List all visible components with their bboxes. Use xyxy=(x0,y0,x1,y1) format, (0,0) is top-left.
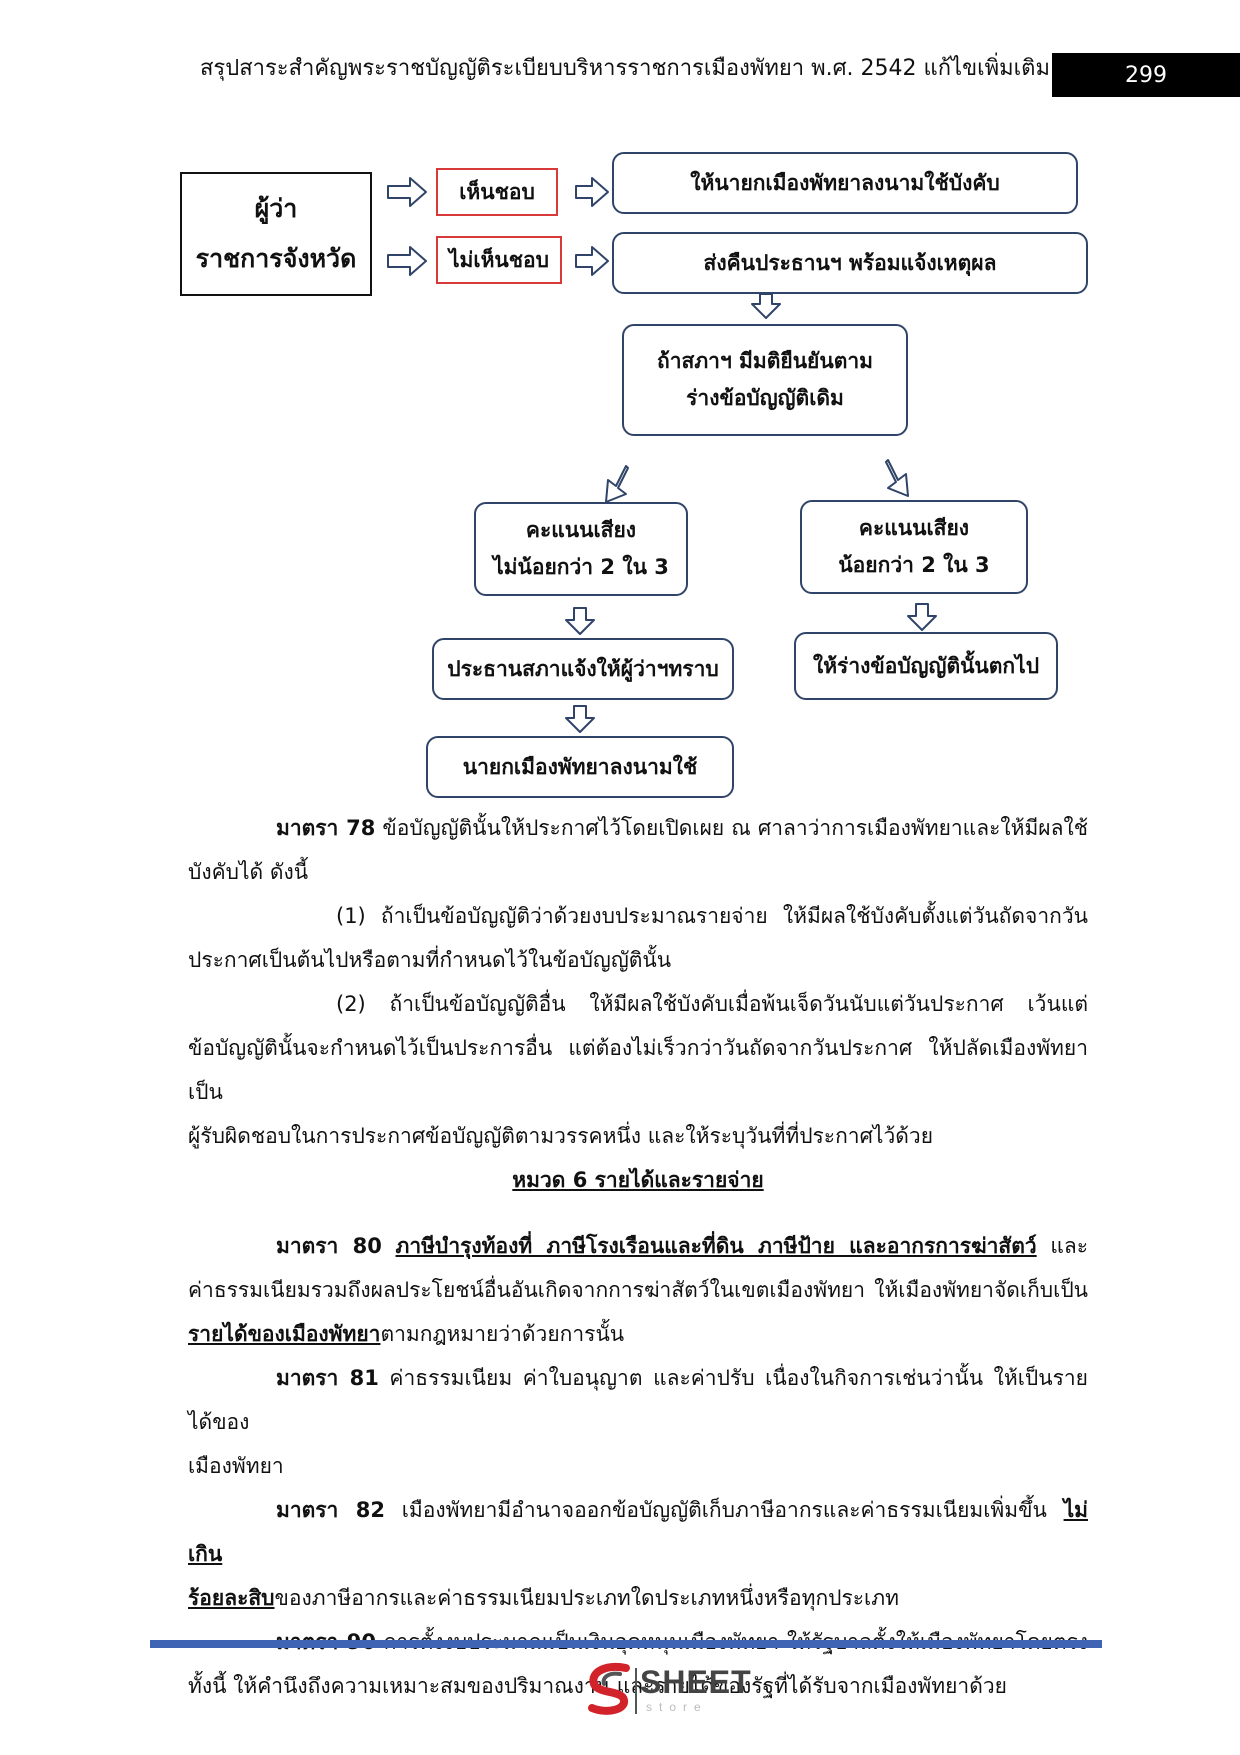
approve-result-box: ให้นายกเมืองพัทยาลงนามใช้บังคับ xyxy=(612,152,1078,214)
arrow-right-icon xyxy=(575,246,609,276)
votes-enough-box: คะแนนเสียง ไม่น้อยกว่า 2 ใน 3 xyxy=(474,502,688,596)
section-heading: หมวด 6 รายได้และรายจ่าย xyxy=(512,1168,764,1192)
section-78-paragraph: มาตรา 78 ข้อบัญญัตินั้นให้ประกาศไว้โดยเป… xyxy=(188,806,1088,850)
section-81-label: มาตรา 81 xyxy=(276,1366,379,1390)
logo-subtitle: store xyxy=(646,1700,708,1714)
draft-lapses-box: ให้ร่างข้อบัญญัตินั้นตกไป xyxy=(794,632,1058,700)
section-80-paragraph: มาตรา 80 ภาษีบำรุงท้องที่ ภาษีโรงเรือนแล… xyxy=(188,1224,1088,1268)
arrow-down-icon xyxy=(751,293,781,319)
disapprove-result-box: ส่งคืนประธานฯ พร้อมแจ้งเหตุผล xyxy=(612,232,1088,294)
arrow-right-icon xyxy=(387,177,427,207)
flowchart-arrows xyxy=(387,177,937,733)
governor-line-1: ผู้ว่า xyxy=(254,194,298,223)
section-80-line-3: รายได้ของเมืองพัทยาตามกฎหมายว่าด้วยการนั… xyxy=(188,1312,1088,1356)
votes-enough-line-1: คะแนนเสียง xyxy=(525,518,637,543)
section-82-underlined-1: ไม่เกิน xyxy=(188,1498,1088,1566)
page-number: 299 xyxy=(1052,53,1240,97)
section-81-continued: เมืองพัทยา xyxy=(188,1454,284,1478)
section-82-text-2: ของภาษีอากรและค่าธรรมเนียมประเภทใดประเภท… xyxy=(274,1586,899,1610)
council-confirm-line-2: ร่างข้อบัญญัติเดิม xyxy=(686,386,844,410)
governor-line-2: ราชการจังหวัด xyxy=(195,244,357,273)
section-82-label: มาตรา 82 xyxy=(276,1498,385,1522)
mayor-signs-box: นายกเมืองพัทยาลงนามใช้ xyxy=(426,736,734,798)
chairman-notifies-box: ประธานสภาแจ้งให้ผู้ว่าฯทราบ xyxy=(432,638,734,700)
arrow-down-icon xyxy=(565,705,595,733)
votes-enough-line-2: ไม่น้อยกว่า 2 ใน 3 xyxy=(493,555,669,579)
footer-rule xyxy=(150,1640,1102,1648)
votes-less-line-1: คะแนนเสียง xyxy=(858,516,970,541)
item-2-line-2: ข้อบัญญัตินั้นจะกำหนดไว้เป็นประการอื่น แ… xyxy=(188,1036,1088,1104)
section-81-paragraph: มาตรา 81 ค่าธรรมเนียม ค่าใบอนุญาต และค่า… xyxy=(188,1356,1088,1444)
item-1-line-2: ประกาศเป็นต้นไปหรือตามที่กำหนดไว้ในข้อบั… xyxy=(188,948,672,972)
votes-less-line-2: น้อยกว่า 2 ใน 3 xyxy=(838,553,990,577)
governor-box: ผู้ว่า ราชการจังหวัด xyxy=(180,172,372,296)
council-confirm-line-1: ถ้าสภาฯ มีมติยืนยันตาม xyxy=(657,349,873,374)
section-82-underlined-2: ร้อยละสิบ xyxy=(188,1586,275,1610)
section-80-underlined-taxes: ภาษีบำรุงท้องที่ ภาษีโรงเรือนและที่ดิน ภ… xyxy=(395,1234,1037,1258)
item-1-line-1: (1) ถ้าเป็นข้อบัญญัติว่าด้วยงบประมาณรายจ… xyxy=(336,904,1088,928)
section-82-text: เมืองพัทยามีอำนาจออกข้อบัญญัติเก็บภาษีอา… xyxy=(384,1498,1064,1522)
council-confirm-box: ถ้าสภาฯ มีมติยืนยันตาม ร่างข้อบัญญัติเดิ… xyxy=(622,324,908,436)
arrow-right-icon xyxy=(575,177,609,207)
arrow-down-icon xyxy=(565,607,595,635)
section-80-text-1: และ xyxy=(1036,1234,1088,1258)
logo-word: SHEET xyxy=(640,1664,752,1700)
approve-box: เห็นชอบ xyxy=(436,168,558,216)
section-78-continued: บังคับได้ ดังนี้ xyxy=(188,860,309,884)
section-80-line-2: ค่าธรรมเนียมรวมถึงผลประโยชน์อื่นอันเกิดจ… xyxy=(188,1278,1088,1302)
section-81-text: ค่าธรรมเนียม ค่าใบอนุญาต และค่าปรับ เนื่… xyxy=(188,1366,1088,1434)
sheet-store-logo-icon xyxy=(588,1663,637,1715)
section-82-continued: ร้อยละสิบของภาษีอากรและค่าธรรมเนียมประเภ… xyxy=(188,1576,1088,1620)
item-2-line-1: (2) ถ้าเป็นข้อบัญญัติอื่น ให้มีผลใช้บังค… xyxy=(336,992,1088,1016)
section-78-text: ข้อบัญญัตินั้นให้ประกาศไว้โดยเปิดเผย ณ ศ… xyxy=(375,816,1088,840)
page-header-title: สรุปสาระสำคัญพระราชบัญญัติระเบียบบริหารร… xyxy=(200,56,1050,81)
votes-less-box: คะแนนเสียง น้อยกว่า 2 ใน 3 xyxy=(800,500,1028,594)
section-80-label: มาตรา 80 xyxy=(276,1234,382,1258)
section-80-text-3: ตามกฎหมายว่าด้วยการนั้น xyxy=(380,1322,625,1346)
disapprove-box: ไม่เห็นชอบ xyxy=(436,236,562,284)
section-78-label: มาตรา 78 xyxy=(276,816,376,840)
arrow-right-icon xyxy=(387,246,427,276)
arrow-down-icon xyxy=(907,603,937,631)
arrow-down-right-icon xyxy=(885,459,909,497)
section-82-paragraph: มาตรา 82 เมืองพัทยามีอำนาจออกข้อบัญญัติเ… xyxy=(188,1488,1088,1576)
section-80-underlined-revenue: รายได้ของเมืองพัทยา xyxy=(188,1322,381,1346)
arrow-down-left-icon xyxy=(605,465,629,503)
item-2-line-3: ผู้รับผิดชอบในการประกาศข้อบัญญัติตามวรรค… xyxy=(188,1124,934,1148)
document-body: มาตรา 78 ข้อบัญญัตินั้นให้ประกาศไว้โดยเป… xyxy=(188,806,1088,1708)
